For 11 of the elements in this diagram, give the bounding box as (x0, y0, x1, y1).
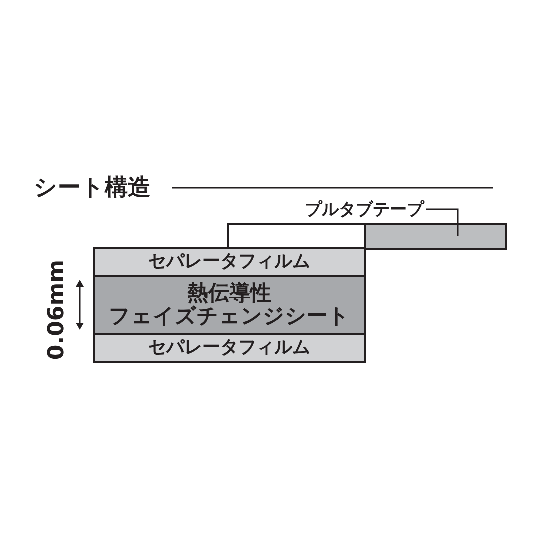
dimension-label: 0.06mm (44, 260, 70, 360)
film-layer (93, 333, 366, 363)
layer-label: セパレータフィルム (148, 252, 310, 272)
layer-label: 熱伝導性 (188, 282, 272, 305)
diagram-title: シート構造 (34, 174, 151, 203)
tape-drawing (227, 223, 507, 250)
layer-label: セパレータフィルム (148, 338, 310, 358)
film-layer (93, 247, 366, 277)
layer-label: フェイズチェンジシート (109, 305, 350, 328)
sheet-layer (93, 275, 366, 335)
part-label: プルタブテープ (305, 198, 424, 221)
